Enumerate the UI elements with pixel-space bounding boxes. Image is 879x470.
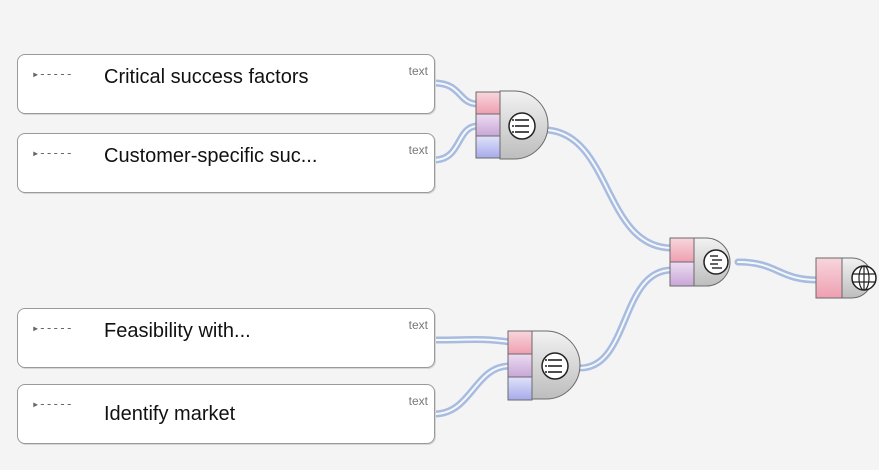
port-top [669, 237, 695, 263]
port-bottom [507, 376, 533, 401]
ordered-list-gate[interactable] [669, 237, 731, 287]
connector-line [544, 126, 676, 252]
output-gate[interactable] [815, 257, 877, 299]
node-type-badge: text [408, 394, 428, 408]
connector-line [430, 79, 482, 108]
list-gate-bottom[interactable] [507, 330, 581, 401]
topic-node-critical-success-factors[interactable]: ▸----- Critical success factors text [17, 54, 435, 114]
node-label: Critical success factors [104, 66, 309, 88]
node-type-badge: text [408, 143, 428, 157]
topic-node-customer-specific[interactable]: ▸----- Customer-specific suc... text [17, 133, 435, 193]
list-icon [541, 352, 569, 380]
node-label: Customer-specific suc... [104, 145, 318, 167]
topic-node-feasibility[interactable]: ▸----- Feasibility with... text [17, 308, 435, 368]
expand-toggle[interactable]: ▸----- [32, 146, 73, 160]
port-top [475, 91, 501, 115]
list-gate-top[interactable] [475, 90, 549, 160]
port-mid [475, 113, 501, 137]
connector-line [430, 122, 482, 164]
list-icon [508, 112, 536, 140]
globe-icon [851, 265, 877, 291]
expand-toggle[interactable]: ▸----- [32, 67, 73, 81]
ordered-list-icon [703, 249, 729, 275]
connectors [430, 79, 822, 418]
port-mid [507, 353, 533, 378]
port-mid [669, 261, 695, 287]
port-top [507, 330, 533, 355]
port-top [815, 257, 843, 299]
node-type-badge: text [408, 318, 428, 332]
node-type-badge: text [408, 64, 428, 78]
node-label: Feasibility with... [104, 320, 251, 342]
expand-toggle[interactable]: ▸----- [32, 321, 73, 335]
topic-node-identify-market[interactable]: ▸----- Identify market text [17, 384, 435, 444]
node-label: Identify market [104, 403, 236, 425]
port-bottom [475, 135, 501, 159]
expand-toggle[interactable]: ▸----- [32, 397, 73, 411]
